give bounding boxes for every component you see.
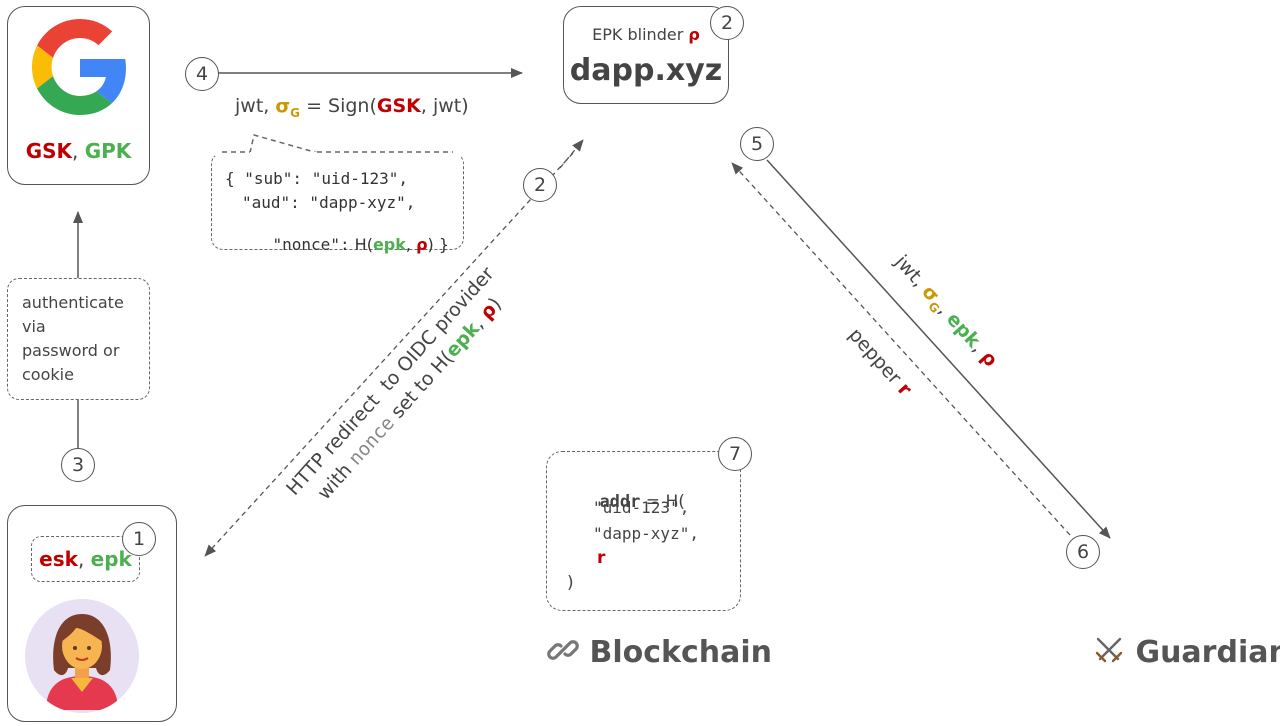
user-keys: esk, epk — [32, 547, 139, 571]
google-keys: GSK, GPK — [8, 139, 149, 163]
nonce-close: ) } — [427, 235, 450, 254]
sigma-symbol: σ — [275, 95, 291, 117]
guardian-text: Guardian — [1135, 635, 1280, 670]
auth-line-2: via — [22, 317, 46, 336]
step-5-badge: 5 — [740, 127, 774, 161]
step-7-badge: 7 — [718, 437, 752, 471]
arrow-guardian-to-dapp — [731, 162, 1071, 536]
google-keys-separator: , — [72, 139, 85, 163]
nonce-hash-open: H( — [349, 235, 373, 254]
esk-label: esk — [39, 547, 78, 571]
step-2-redirect-badge: 2 — [523, 168, 557, 202]
addr-line-5: ) — [567, 573, 574, 593]
step-1-badge: 1 — [122, 522, 156, 556]
auth-line-4: cookie — [22, 365, 74, 384]
jwt-line-2: "aud": "dapp-xyz", — [242, 193, 416, 212]
nonce-key: "nonce": — [272, 235, 350, 254]
auth-line-3: password or — [22, 341, 120, 360]
sign-eq-text: = Sign( — [300, 95, 377, 117]
blockchain-label: Blockchain — [547, 634, 772, 670]
arrow-dapp-to-guardian — [766, 159, 1111, 539]
addr-line-3: "dapp-xyz", — [593, 524, 699, 543]
addr-eq: = H( — [640, 492, 685, 512]
dapp-box: EPK blinder ρ dapp.xyz — [563, 6, 729, 104]
user-box: esk, epk — [7, 505, 177, 722]
bubble-top-edge — [222, 151, 453, 153]
arrow-user-to-dapp-redirect — [559, 139, 584, 169]
rho-symbol: ρ — [688, 25, 700, 44]
sign-suffix: , jwt) — [420, 95, 469, 117]
woman-avatar-icon — [25, 599, 139, 713]
step-3-badge: 3 — [61, 448, 95, 482]
nonce-comma: , — [405, 235, 417, 254]
authenticate-box: authenticate via password or cookie — [7, 278, 150, 400]
dapp-name: dapp.xyz — [569, 53, 723, 88]
user-keys-separator: , — [77, 547, 91, 571]
jwt-line-1: { "sub": "uid-123", — [225, 169, 409, 188]
step-2-dapp-badge: 2 — [710, 6, 744, 40]
step-6-badge: 6 — [1066, 535, 1100, 569]
addr-line-2: "uid-123", — [593, 498, 690, 517]
jwt-payload-box: { "sub": "uid-123", "aud": "dapp-xyz", "… — [211, 151, 464, 254]
epk-blinder-label: EPK blinder ρ — [564, 25, 728, 44]
addr-line-4: r — [597, 548, 606, 568]
crossed-swords-icon — [1095, 637, 1123, 663]
jwt-line-3: "nonce": H(epk, ρ) } — [242, 216, 450, 273]
addr-line-1: addr = H( — [567, 472, 685, 532]
arrow-dapp-to-user-redirect — [204, 152, 574, 557]
nonce-rho: ρ — [416, 235, 428, 254]
addr-keyword: addr — [599, 492, 641, 512]
google-logo-icon — [32, 19, 126, 115]
step-4-badge: 4 — [185, 57, 219, 91]
nonce-epk: epk — [372, 235, 406, 254]
blockchain-text: Blockchain — [589, 635, 772, 670]
jwt-bubble-tail — [249, 134, 319, 154]
gpk-label: GPK — [84, 139, 132, 163]
sign-label: jwt, σG = Sign(GSK, jwt) — [235, 95, 469, 120]
auth-line-1: authenticate — [22, 293, 124, 312]
gsk-label: GSK — [25, 139, 73, 163]
sigma-subscript: G — [290, 105, 301, 120]
sign-gsk: GSK — [376, 95, 421, 117]
blinder-text: EPK blinder — [592, 25, 689, 44]
user-keys-box: esk, epk — [31, 536, 140, 582]
link-icon — [547, 640, 579, 660]
google-box: GSK, GPK — [7, 6, 150, 185]
sign-jwt-text: jwt, — [235, 95, 276, 117]
address-derivation-box: addr = H( "uid-123", "dapp-xyz", r ) — [546, 451, 741, 611]
epk-label: epk — [90, 547, 132, 571]
guardian-label: Guardian — [1093, 634, 1280, 670]
